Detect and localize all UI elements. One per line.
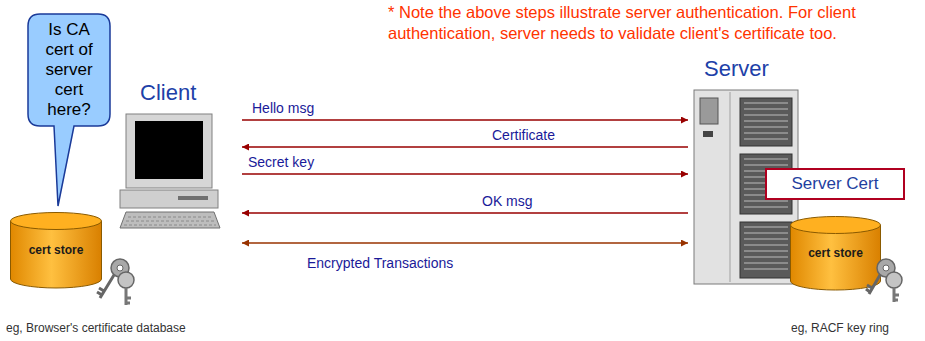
bay-vent — [744, 164, 788, 166]
machine-label: Client — [140, 80, 240, 106]
machine-label: Server — [704, 56, 805, 82]
bay-vent — [744, 244, 788, 246]
bay-vent — [744, 232, 788, 234]
keyboard — [120, 212, 220, 228]
message-arrow — [242, 173, 688, 175]
message-arrow — [242, 146, 688, 148]
message-label: Hello msg — [250, 100, 316, 116]
bay-vent — [744, 102, 788, 104]
store-label: cert store — [808, 246, 863, 260]
cert-store-cylinder: cert store — [790, 216, 881, 290]
store-label: cert store — [29, 243, 84, 257]
key-row — [126, 221, 214, 222]
note-text: * Note the above steps illustrate server… — [388, 2, 922, 44]
client-computer: Client — [118, 80, 240, 232]
bay-vent — [744, 226, 788, 228]
message-label: Certificate — [490, 127, 557, 143]
monitor-screen — [135, 121, 203, 179]
message-arrow — [242, 212, 688, 214]
server-cert-box: Server Cert — [765, 168, 905, 200]
bay-vent — [744, 120, 788, 122]
bay-vent — [744, 256, 788, 258]
cylinder-top — [791, 217, 881, 234]
key-shaft — [894, 288, 899, 302]
key-row — [124, 225, 216, 226]
bay-vent — [744, 114, 788, 116]
drive-slot — [178, 196, 208, 200]
cylinder-body — [11, 221, 102, 288]
cylinder-top — [11, 213, 102, 230]
box-label: Server Cert — [792, 174, 879, 194]
monitor-frame — [126, 114, 212, 188]
drive-bay — [740, 98, 792, 146]
bubble-text: Is CA cert of server cert here? — [34, 20, 104, 120]
key-hole — [883, 265, 889, 271]
drive-bay — [740, 222, 792, 278]
control-panel — [700, 98, 718, 124]
box-border — [766, 169, 904, 199]
bay-vent — [744, 200, 788, 202]
speech-bubble: Is CA cert of server cert here? — [28, 14, 110, 126]
bay-vent — [744, 250, 788, 252]
message-arrow — [242, 242, 688, 244]
bay-vent — [744, 138, 788, 140]
key-icon — [97, 259, 134, 305]
bay-vent — [744, 126, 788, 128]
computer-illustration — [120, 114, 220, 228]
bay-vent — [744, 108, 788, 110]
message-arrow — [242, 119, 688, 121]
bay-vent — [744, 238, 788, 240]
message-label: Secret key — [246, 154, 316, 170]
cylinder-body — [791, 225, 881, 290]
cert-store-cylinder: cert store — [10, 212, 102, 288]
key-row — [128, 217, 212, 218]
key-bow — [118, 272, 134, 288]
bay-vent — [744, 268, 788, 270]
caption-note: eg, Browser's certificate database — [6, 321, 266, 335]
bay-vent — [744, 158, 788, 160]
bubble-shape — [28, 14, 110, 206]
bay-vent — [744, 262, 788, 264]
message-label: Encrypted Transactions — [305, 255, 455, 271]
key-bow — [886, 272, 902, 288]
panel-light — [703, 131, 713, 137]
key-bow — [111, 259, 129, 277]
key-shaft — [126, 288, 131, 305]
message-label: OK msg — [480, 193, 535, 209]
bay-vent — [744, 132, 788, 134]
caption-note: eg, RACF key ring — [760, 321, 920, 335]
cabinet-seam — [730, 92, 731, 282]
key-hole — [117, 265, 123, 271]
bay-vent — [744, 206, 788, 208]
system-unit — [120, 190, 218, 208]
